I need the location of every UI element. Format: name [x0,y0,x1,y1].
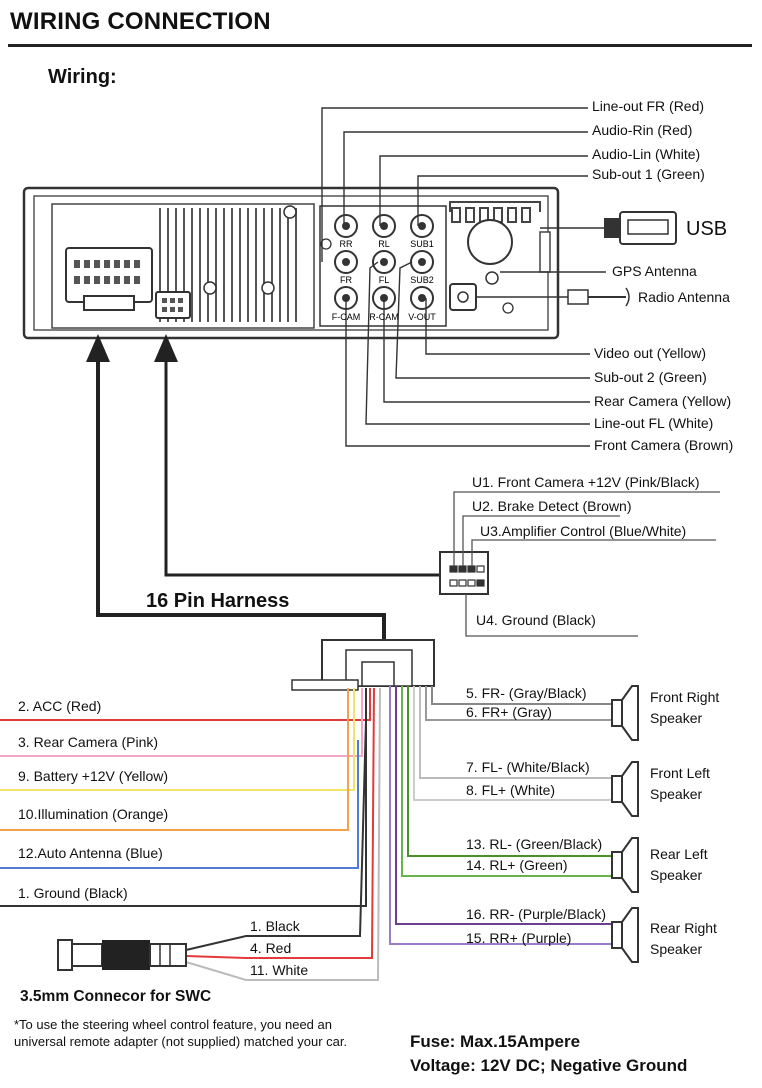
rca-port-label: F-CAM [332,312,361,322]
wire-fr-neg-label: 5. FR- (Gray/Black) [466,685,587,701]
rear-right-speaker-icon [611,907,639,963]
fuse-spec: Fuse: Max.15Ampere [410,1032,581,1051]
callout-sub-out-1: Sub-out 1 (Green) [592,166,705,182]
wire-rear-camera-label: 3. Rear Camera (Pink) [18,734,159,750]
wire-rr-pos-label: 15. RR+ (Purple) [466,930,572,946]
bottom-callout-leaders [345,261,590,447]
title-rule [8,44,752,47]
speaker-fr-line2: Speaker [650,710,703,726]
rca-port-label: RR [340,239,353,249]
callout-audio-lin: Audio-Lin (White) [592,146,701,162]
rear-left-speaker-icon [611,837,639,893]
rca-port-label: V-OUT [408,312,436,322]
swc-note: *To use the steering wheel control featu… [14,1017,348,1049]
callout-sub-out-2: Sub-out 2 (Green) [594,369,707,385]
swc-wires [185,687,381,981]
callout-line-out-fr: Line-out FR (Red) [592,98,705,114]
speaker-rr-line1: Rear Right [650,920,717,936]
speaker-icons [611,685,639,963]
voltage-spec: Voltage: 12V DC; Negative Ground [410,1056,688,1075]
head-unit-rear-panel [22,186,560,340]
wire-rr-neg-label: 16. RR- (Purple/Black) [466,906,607,922]
rca-port-label: SUB2 [410,275,434,285]
harness-plug [291,639,435,691]
wire-battery-label: 9. Battery +12V (Yellow) [18,768,169,784]
rca-port-label: FL [379,275,390,285]
radio-antenna-label: Radio Antenna [638,289,730,305]
swc-connector [57,939,187,971]
rca-port-label: RL [378,239,390,249]
left-wires [0,688,371,907]
swc-title: 3.5mm Connecor for SWC [20,988,212,1005]
callout-rear-camera: Rear Camera (Yellow) [594,393,732,409]
swc-white-label: 11. White [250,962,309,978]
wire-acc-label: 2. ACC (Red) [18,698,102,714]
callout-audio-rin: Audio-Rin (Red) [592,122,693,138]
speaker-rl-line2: Speaker [650,867,703,883]
section-subtitle: Wiring: [48,66,117,88]
rca-port-label: FR [340,275,352,285]
u3-label: U3.Amplifier Control (Blue/White) [480,523,687,539]
u-connector [439,491,720,637]
callout-front-camera: Front Camera (Brown) [594,437,734,453]
gps-antenna-label: GPS Antenna [612,263,697,279]
speaker-rl-line1: Rear Left [650,846,708,862]
speaker-fl-line1: Front Left [650,765,710,781]
wire-auto-antenna-label: 12.Auto Antenna (Blue) [18,845,163,861]
harness-arrows [86,334,440,640]
top-callout-leaders [321,107,588,262]
swc-red-label: 4. Red [250,940,292,956]
speaker-rr-line2: Speaker [650,941,703,957]
wire-fl-pos-label: 8. FL+ (White) [466,782,556,798]
u2-label: U2. Brake Detect (Brown) [472,498,632,514]
front-left-speaker-icon [611,761,639,817]
speaker-fr-line1: Front Right [650,689,720,705]
wire-fr-pos-label: 6. FR+ (Gray) [466,704,552,720]
wire-ground-label: 1. Ground (Black) [18,885,128,901]
rca-port-label: SUB1 [410,239,434,249]
usb-cable [540,211,677,245]
rca-port-label: R-CAM [369,312,399,322]
swc-black-label: 1. Black [250,918,300,934]
harness-title: 16 Pin Harness [146,590,290,612]
front-right-speaker-icon [611,685,639,741]
callout-video-out: Video out (Yellow) [594,345,707,361]
speaker-fl-line2: Speaker [650,786,703,802]
wire-rl-neg-label: 13. RL- (Green/Black) [466,836,603,852]
u1-label: U1. Front Camera +12V (Pink/Black) [472,474,700,490]
wire-illumination-label: 10.Illumination (Orange) [18,806,169,822]
callout-line-out-fl: Line-out FL (White) [594,415,714,431]
speaker-wires [389,686,612,945]
page-title: WIRING CONNECTION [10,8,271,35]
u4-label: U4. Ground (Black) [476,612,596,628]
wire-rl-pos-label: 14. RL+ (Green) [466,857,568,873]
usb-label: USB [686,218,728,240]
radio-antenna-plug [476,287,630,307]
wire-fl-neg-label: 7. FL- (White/Black) [466,759,590,775]
